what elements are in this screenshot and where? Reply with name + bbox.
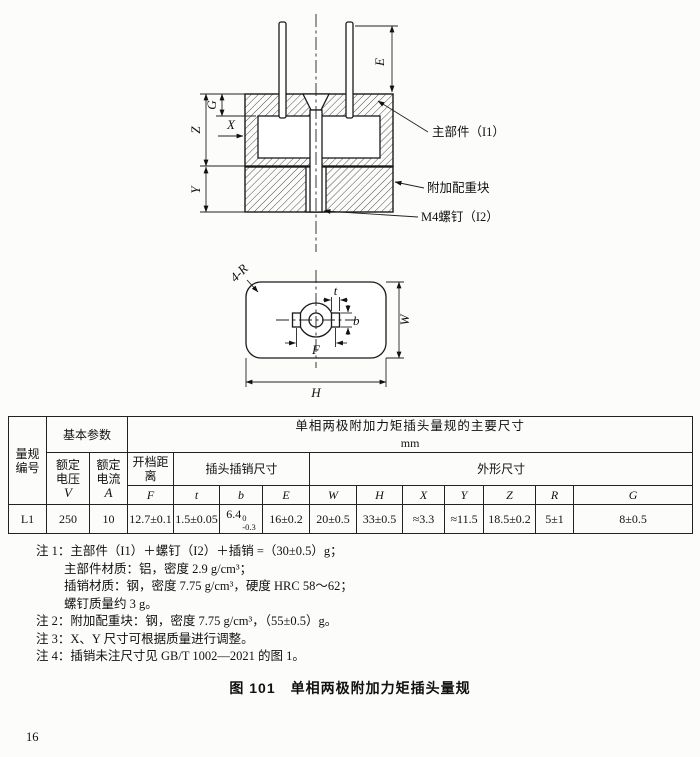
col-letter-W: W <box>309 485 358 505</box>
dim-label-W: W <box>397 313 412 325</box>
notes-block: 注 1：主部件（I1）＋螺钉（I2）＋插销 =（30±0.5）g； 主部件材质：… <box>36 543 700 666</box>
rated-voltage-unit: V <box>64 484 72 500</box>
value-F: 12.7±0.1 <box>127 504 175 534</box>
note-line: 主部件材质：铝，密度 2.9 g/cm³； <box>64 561 253 576</box>
page-number: 16 <box>26 730 39 744</box>
dimension-b: b <box>340 305 360 335</box>
pin-left <box>278 21 287 119</box>
dim-label-X: X <box>226 117 236 132</box>
header-gauge-no: 量规 编号 <box>8 416 47 505</box>
col-letter-F: F <box>127 485 175 505</box>
cross-section-view: E G Z Y X <box>188 14 505 252</box>
col-letter-Y: Y <box>444 485 485 505</box>
header-pin-dims: 插头插销尺寸 <box>173 452 311 486</box>
value-W: 20±0.5 <box>309 504 358 534</box>
header-rated-current: 额定 电流 A <box>88 452 129 505</box>
leader-weight-block: 附加配重块 <box>394 180 490 195</box>
table-header-row-1: 量规 编号 基本参数 单相两极附加力矩插头量规的主要尺寸 mm <box>8 416 694 505</box>
note-line: 螺钉质量约 3 g。 <box>64 596 158 611</box>
leader-screw: M4螺钉（I2） <box>323 208 499 224</box>
rated-current-unit: A <box>104 484 113 500</box>
col-letter-Z: Z <box>483 485 537 505</box>
value-b-lower-tol: -0.3 <box>242 521 256 532</box>
technical-drawing: E G Z Y X <box>188 14 505 400</box>
dimension-F: F <box>285 328 347 357</box>
note-line: 插销材质：钢，密度 7.75 g/cm³，硬度 HRC 58～62； <box>64 579 353 593</box>
note-line: 注 1：主部件（I1）＋螺钉（I2）＋插销 =（30±0.5）g； <box>36 544 343 558</box>
header-gap-distance: 开档距离 <box>127 452 175 486</box>
dimensions-table: 量规 编号 基本参数 单相两极附加力矩插头量规的主要尺寸 mm 额定 电压 V … <box>8 416 694 534</box>
dim-label-E: E <box>372 58 387 67</box>
top-view: 4-R t b F <box>227 261 412 400</box>
dimension-t: t <box>323 283 348 311</box>
col-letter-X: X <box>402 485 446 505</box>
dimension-Z: Z <box>188 93 245 167</box>
screw-label: M4螺钉（I2） <box>421 210 499 224</box>
main-dims-unit: mm <box>400 436 420 450</box>
value-current: 10 <box>88 504 129 534</box>
pin-right <box>345 21 354 119</box>
dim-label-b: b <box>353 313 360 328</box>
value-Z: 18.5±0.2 <box>483 504 537 534</box>
value-Y: ≈11.5 <box>444 504 485 534</box>
corner-radius-label: 4-R <box>227 261 251 285</box>
col-letter-H: H <box>356 485 404 505</box>
header-rated-voltage: 额定 电压 V <box>46 452 90 505</box>
col-letter-b: b <box>219 485 264 505</box>
value-b-tolerance: 0-0.3 <box>242 514 255 531</box>
value-b-base: 6.4 <box>226 507 242 521</box>
dim-label-t: t <box>334 283 338 298</box>
value-X: ≈3.3 <box>402 504 446 534</box>
value-b-upper-tol: 0 <box>242 513 247 523</box>
col-letter-t: t <box>173 485 221 505</box>
col-letter-G: G <box>573 485 694 505</box>
dimension-E: E <box>355 25 398 93</box>
weight-block-label: 附加配重块 <box>427 180 490 195</box>
value-t: 1.5±0.05 <box>173 504 221 534</box>
header-main-dims: 单相两极附加力矩插头量规的主要尺寸 mm <box>127 416 694 453</box>
header-outline-dims: 外形尺寸 <box>309 452 694 486</box>
note-line: 注 4：插销未注尺寸见 GB/T 1002—2021 的图 1。 <box>36 649 305 663</box>
value-G: 8±0.5 <box>573 504 694 534</box>
leader-main-part: 主部件（I1） <box>377 100 505 139</box>
col-letter-R: R <box>535 485 575 505</box>
figure-caption: 图 101 单相两极附加力矩插头量规 <box>229 679 471 696</box>
note-line: 注 2：附加配重块：钢，密度 7.75 g/cm³，（55±0.5）g。 <box>36 614 338 628</box>
dimension-Y: Y <box>188 166 245 213</box>
main-part-label: 主部件（I1） <box>432 124 505 139</box>
value-voltage: 250 <box>46 504 90 534</box>
dim-label-Y: Y <box>188 185 203 194</box>
leader-corner-radius: 4-R <box>227 261 259 293</box>
dimension-W: W <box>386 281 412 359</box>
dim-label-H: H <box>310 385 321 400</box>
table-header-row-2: 额定 电压 V 额定 电流 A 开档距离 插头插销尺寸 外形尺寸 <box>9 452 694 505</box>
value-H: 33±0.5 <box>356 504 404 534</box>
dimension-X: X <box>218 117 244 139</box>
main-dims-title: 单相两极附加力矩插头量规的主要尺寸 <box>295 419 525 433</box>
value-R: 5±1 <box>535 504 575 534</box>
col-letter-E: E <box>262 485 311 505</box>
value-E: 16±0.2 <box>262 504 311 534</box>
note-line: 注 3：X、Y 尺寸可根据质量进行调整。 <box>36 631 254 646</box>
dimension-H: H <box>245 358 387 400</box>
dim-label-Z: Z <box>188 126 203 134</box>
rated-current-label: 额定 电流 <box>96 457 121 486</box>
value-gauge-no: L1 <box>8 504 47 534</box>
dim-label-F: F <box>311 342 321 357</box>
header-basic-params: 基本参数 <box>45 416 129 453</box>
dim-label-G: G <box>204 100 219 110</box>
rated-voltage-label: 额定 电压 <box>55 457 80 486</box>
